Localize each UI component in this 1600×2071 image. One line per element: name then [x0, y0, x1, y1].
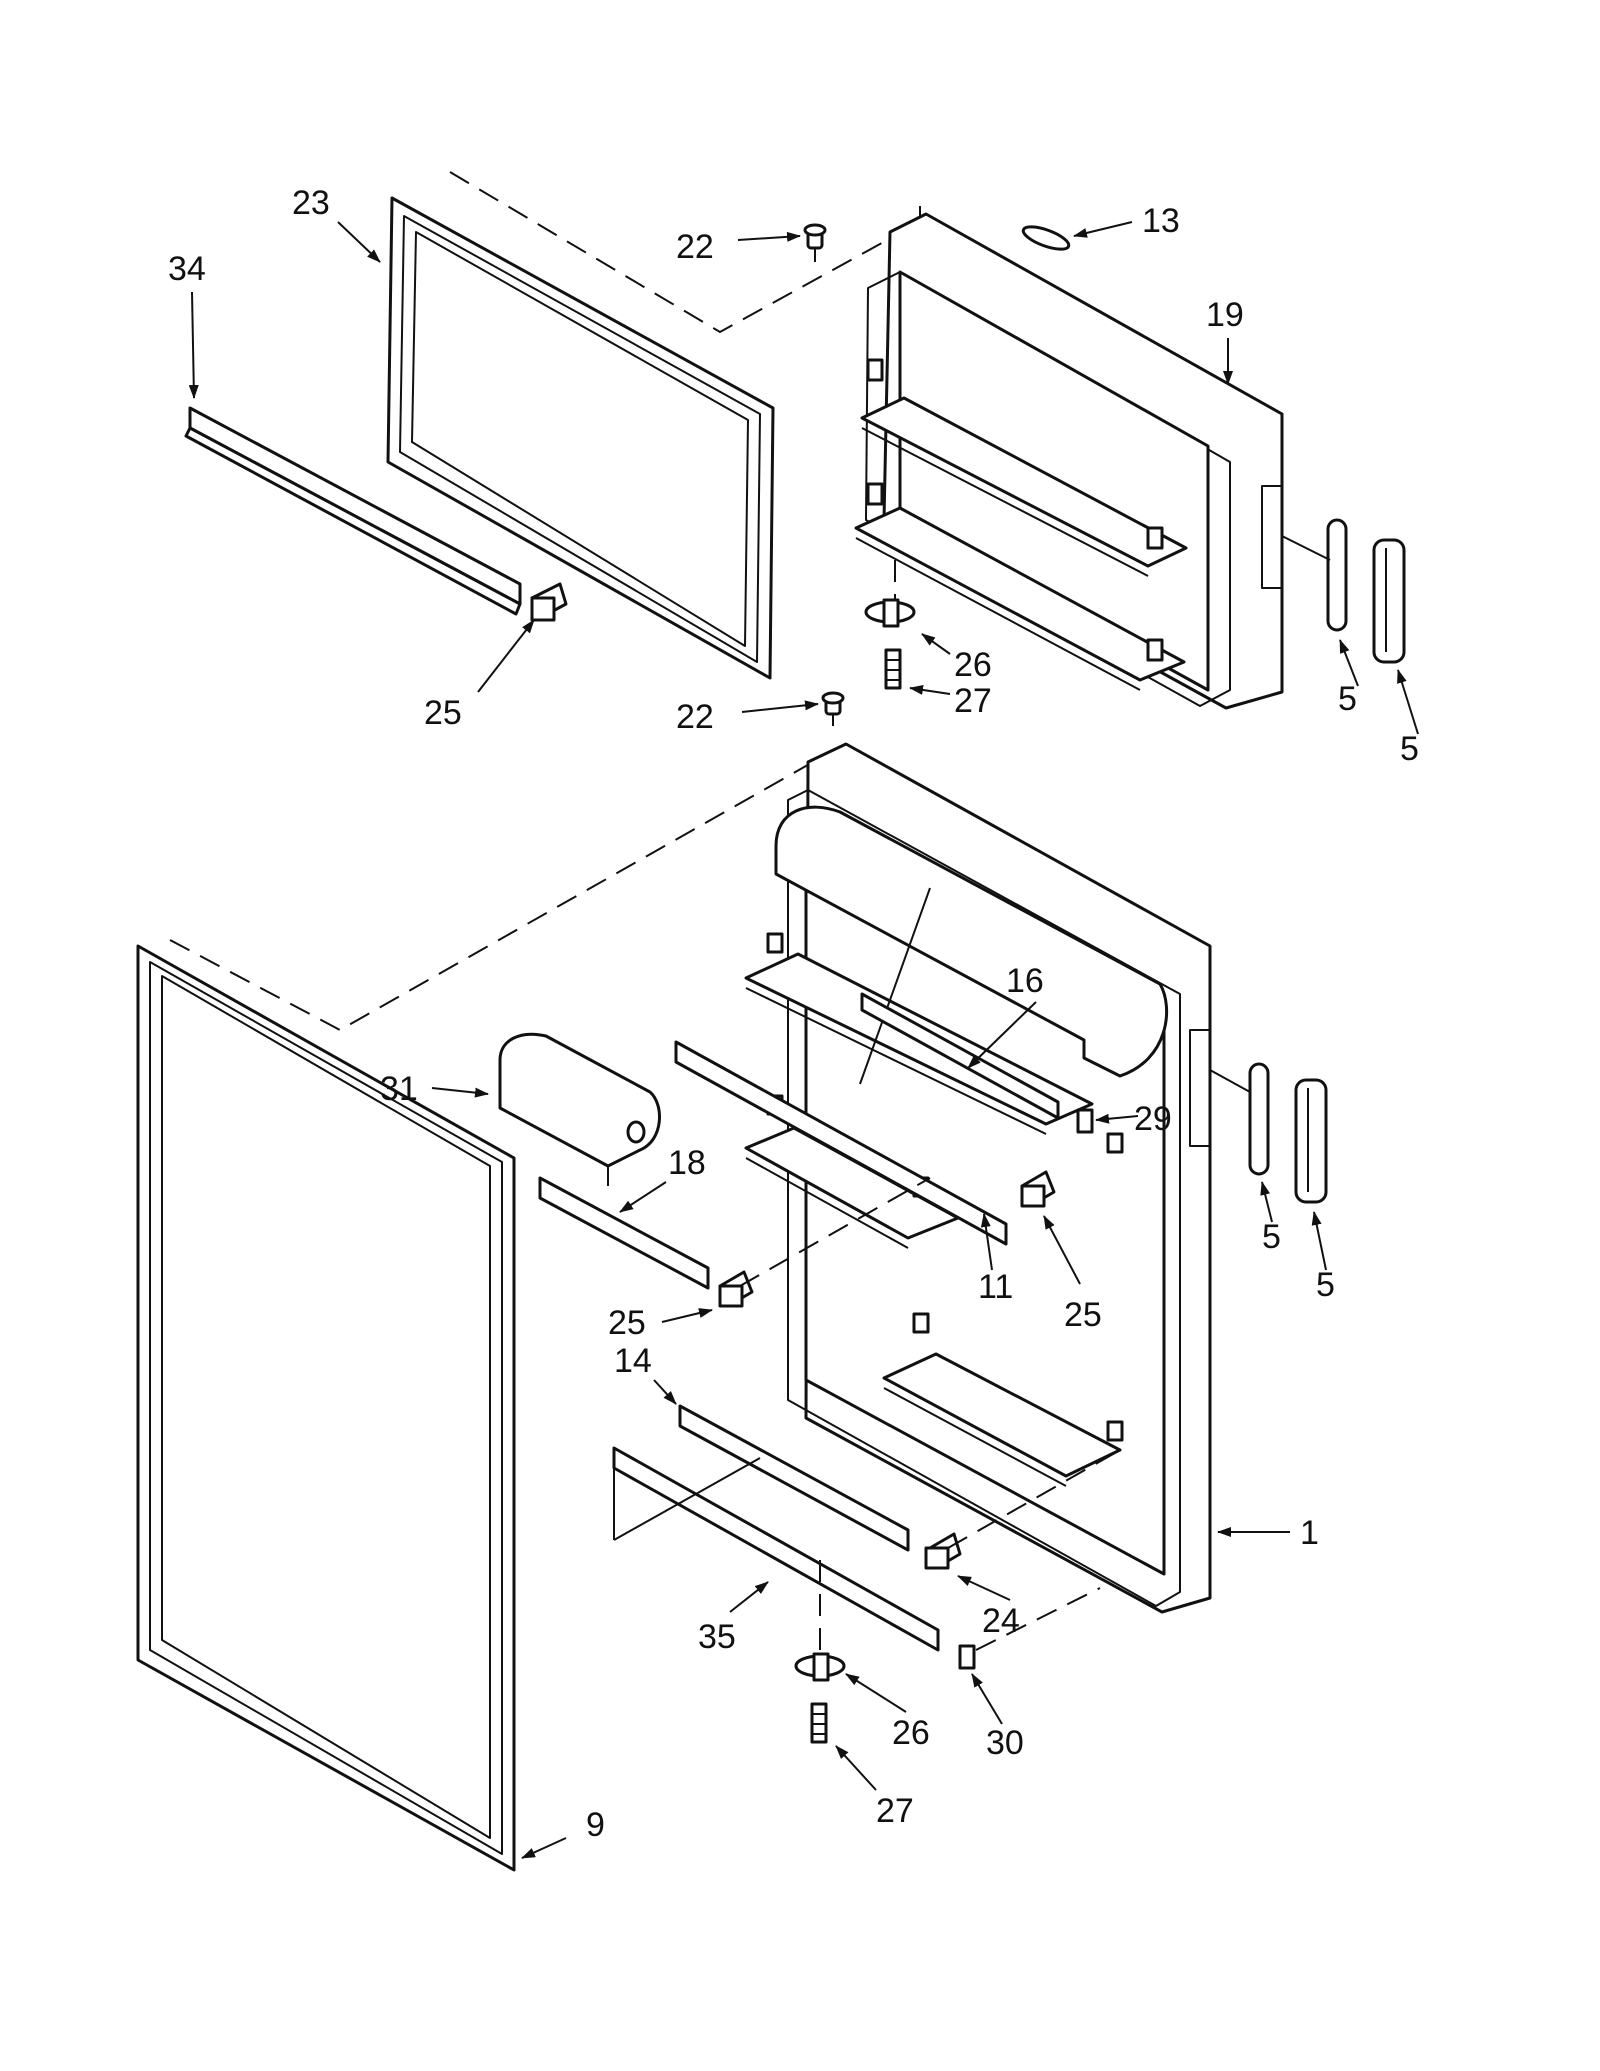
callout-labels: 23 34 22 13 19 25 26 27 22 5 5 16 31 29 … — [168, 184, 1419, 1844]
callout-label: 29 — [1134, 1100, 1172, 1138]
callout-label: 26 — [954, 646, 992, 684]
callout-label: 5 — [1262, 1218, 1281, 1256]
hinge-screw-lower — [810, 1702, 828, 1744]
hinge-screw-upper — [884, 648, 902, 690]
freezer-door-gasket — [386, 196, 775, 680]
hinge-bracket-lower — [794, 1560, 846, 1682]
callout-label: 18 — [668, 1144, 706, 1182]
callout-label: 5 — [1400, 730, 1419, 768]
callout-label: 5 — [1338, 680, 1357, 718]
shelf-trim-upper — [674, 1040, 1008, 1246]
short-shelf-trim — [538, 1176, 710, 1290]
callout-label: 25 — [608, 1304, 646, 1342]
callout-label: 35 — [698, 1618, 736, 1656]
callout-label: 22 — [676, 698, 714, 736]
callout-label: 25 — [1064, 1296, 1102, 1334]
bottom-door-trim — [612, 1446, 940, 1652]
callout-label: 14 — [614, 1342, 652, 1380]
fresh-food-door — [744, 742, 1212, 1614]
hinge-pin-upper — [803, 223, 827, 262]
callout-label: 31 — [380, 1070, 418, 1108]
lower-trim-clip — [924, 1532, 962, 1570]
shelf-trim-clip-right — [1020, 1170, 1056, 1208]
hinge-pin-lower — [821, 691, 845, 726]
callout-label: 27 — [954, 682, 992, 720]
fresh-food-door-gasket — [136, 944, 516, 1872]
guide-line-end-cap — [975, 1587, 1101, 1651]
dairy-door-trim — [860, 992, 1060, 1120]
shelf-trim-clip-left — [718, 1270, 754, 1308]
bottom-trim-end-cap — [958, 1644, 976, 1670]
dairy-trim-clip — [1076, 1108, 1094, 1134]
callout-label: 24 — [982, 1602, 1020, 1640]
freezer-trim-strip — [184, 406, 522, 616]
callout-label: 19 — [1206, 296, 1244, 334]
fresh-food-handle — [1209, 1062, 1328, 1204]
guide-line-freezer — [449, 171, 921, 334]
callout-label: 16 — [1006, 962, 1044, 1000]
callout-label: 9 — [586, 1806, 605, 1844]
guide-line-clip — [739, 1177, 931, 1287]
callout-label: 23 — [292, 184, 330, 222]
callout-leaders — [188, 221, 1419, 1859]
callout-label: 5 — [1316, 1266, 1335, 1304]
freezer-door — [854, 212, 1284, 710]
hinge-bracket-upper — [864, 560, 916, 628]
callout-label: 30 — [986, 1724, 1024, 1762]
trim-end-clip-upper — [530, 582, 568, 622]
callout-label: 13 — [1142, 202, 1180, 240]
guide-line-fresh-food — [169, 757, 821, 1032]
callout-label: 11 — [978, 1268, 1013, 1306]
callout-label: 1 — [1300, 1514, 1319, 1552]
callout-label: 25 — [424, 694, 462, 732]
callout-label: 26 — [892, 1714, 930, 1752]
hole-plug — [1021, 225, 1071, 251]
callout-label: 34 — [168, 250, 206, 288]
shelf-trim-lower — [678, 1404, 910, 1552]
freezer-handle — [1281, 518, 1406, 664]
butter-compartment — [498, 1032, 661, 1186]
callout-label: 27 — [876, 1792, 914, 1830]
callout-label: 22 — [676, 228, 714, 266]
